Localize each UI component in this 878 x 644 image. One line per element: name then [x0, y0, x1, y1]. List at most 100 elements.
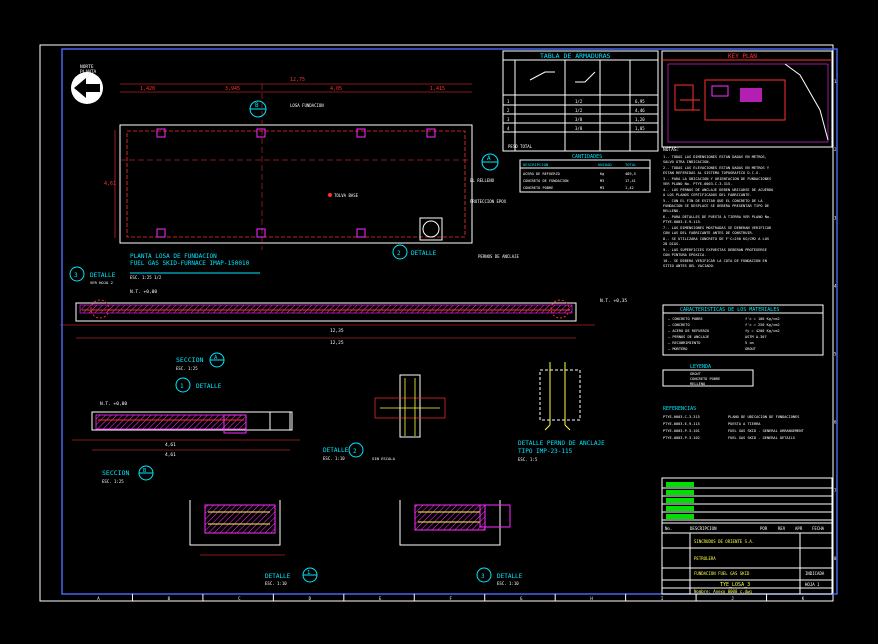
tb-scale: INDICADA: [805, 571, 825, 576]
note-line: 10.- SE DEBERA VERIFICAR LA COTA DE FUND…: [663, 259, 767, 263]
note-line: CON LAS DEL FABRICANTE ANTES DE CONSTRUI…: [663, 231, 754, 235]
rebar-diameter: 3/8: [575, 117, 583, 122]
material-name: — CONCRETO: [668, 323, 690, 327]
plan-section-b-marker: B: [255, 102, 259, 109]
quantities-unit: M3: [600, 186, 604, 190]
quantities-desc: CONCRETO POBRE: [523, 186, 553, 190]
rebar-length: 1,20: [635, 117, 645, 122]
section-a-dim-inner: 12,35: [330, 328, 344, 334]
rev-header-no: No.: [665, 526, 672, 531]
grid-col-label: A: [97, 596, 100, 601]
grid-row-label: 1: [834, 79, 837, 84]
detail-2-num: 2: [353, 448, 357, 455]
plan-pernos: PERNOS DE ANCLAJE: [478, 254, 520, 259]
rebar-total-label: PESO TOTAL: [508, 144, 533, 149]
reference-code: PTYE-0003-C-3-315: [663, 415, 700, 419]
quantities-total: 489,5: [625, 172, 636, 176]
note-line: 7.- LAS DIMENSIONES MOSTRADAS SE DEBERAN…: [663, 226, 772, 230]
reference-code: PTYE-0003-P-3-101: [663, 429, 700, 433]
section-b-letter: B: [143, 468, 147, 474]
material-name: — RECUBRIMIENTO: [668, 341, 700, 345]
reference-desc: PUESTA A TIERRA: [728, 422, 761, 426]
material-name: — CONCRETO POBRE: [668, 317, 703, 321]
rev-header-apr: APR: [795, 526, 803, 531]
material-spec: f'c = 100 Kg/cm2: [745, 317, 780, 321]
grid-col-label: G: [520, 596, 523, 601]
anchor-subtitle: TIPO IMP-23-115: [518, 448, 573, 455]
material-spec: ASTM A-307: [745, 335, 767, 339]
rev-row-marker: [666, 490, 694, 495]
note-line: 4.- LOS PERNOS DE ANCLAJE DEBEN UBICARSE…: [663, 188, 773, 192]
note-line: CON PINTURA EPOXICA.: [663, 253, 706, 257]
detail-1-label: DETALLE: [196, 383, 222, 390]
detail-bottom-3-num: 3: [481, 573, 485, 580]
detail-bottom-3-scale: ESC. 1:10: [497, 581, 519, 586]
note-line: FUNDACION SE DESPLACE SE DEBERA PRESENTA…: [663, 204, 769, 208]
detail-bottom-3-label: DETALLE: [497, 573, 523, 580]
detail-1-marker: 1 DETALLE: [175, 377, 222, 393]
rebar-mark: 2: [507, 108, 510, 113]
section-b-dim-l: 4,61: [165, 452, 176, 458]
rebar-diameter: 1/2: [575, 99, 583, 104]
note-line: SALVO OTRA INDICACION.: [663, 160, 711, 164]
grid-row-label: 3: [834, 215, 837, 220]
rev-header-fecha: FECHA: [812, 526, 825, 531]
section-a-letter: A: [214, 355, 218, 361]
title-block: No. DESCRIPCION POR REV APR FECHA SINCRU…: [661, 477, 833, 595]
detail-bottom-1-scale: ESC. 1:10: [265, 581, 287, 586]
reference-code: PTYE-0003-P-3-102: [663, 436, 700, 440]
reference-desc: FUEL GAS SKID - GENERAL DETAILS: [728, 436, 795, 440]
materials-table: CARACTERISTICAS DE LOS MATERIALES — CONC…: [662, 304, 824, 356]
section-b-scale: ESC. 1:25: [102, 479, 124, 484]
section-a-dim-total: 12,25: [330, 340, 344, 346]
section-a-scale: ESC. 1:25: [176, 366, 198, 371]
legend-item: GROUT: [690, 372, 702, 376]
section-a: 12,35 12,25 N.T. +0,00 N.T. +0,35 3 DETA…: [60, 266, 627, 371]
tb-code: TYE_LOSA_3: [720, 582, 750, 588]
detail-2-label: DETALLE: [323, 447, 349, 454]
grid-row-label: 7: [834, 488, 837, 493]
detail-bottom-1-label: DETALLE: [265, 573, 291, 580]
plan-proteccion: PROTECCION EPOX: [470, 199, 507, 204]
section-a-nt-right: N.T. +0,35: [600, 298, 627, 304]
reference-desc: PLANO DE UBICACION DE FUNDACIONES: [728, 415, 799, 419]
rev-row-marker: [666, 498, 694, 503]
detail-1-num: 1: [180, 383, 184, 390]
materials-title: CARACTERISTICAS DE LOS MATERIALES: [680, 307, 779, 313]
material-spec: 5 cm: [745, 341, 754, 345]
legend-item: CONCRETO POBRE: [690, 377, 720, 381]
rev-row-marker: [666, 514, 694, 519]
plan-section-a-marker: A: [487, 155, 491, 162]
note-line: VER PLANO No. PTYE-0003-C-3-315.: [663, 182, 732, 186]
section-b-title: SECCION: [102, 469, 129, 477]
material-spec: fy = 4200 Kg/cm2: [745, 329, 780, 333]
quantities-title: CANTIDADES: [572, 154, 602, 160]
rebar-diameter: 3/8: [575, 126, 583, 131]
note-line: 1.- TODAS LAS DIMENSIONES ESTAN DADAS EN…: [663, 155, 767, 159]
note-line: ESTAN REFERIDAS AL SISTEMA TOPOGRAFICO D…: [663, 171, 760, 175]
rebar-mark: 4: [507, 126, 510, 131]
detail-2-scale: ESC. 1:10: [323, 456, 345, 461]
references: REFERENCIAS PTYE-0003-C-3-315 PLANO DE UB…: [663, 406, 805, 440]
key-plan: KEY PLAN: [661, 50, 833, 148]
rebar-table-title: TABLA DE ARMADURAS: [540, 52, 611, 60]
note-line: SITIO ANTES DEL VACIADO.: [663, 264, 715, 268]
plan-dim-side: 4,61: [104, 181, 116, 187]
section-b-dim-w: 4,61: [165, 442, 176, 448]
anchor-title: DETALLE PERNO DE ANCLAJE: [518, 440, 605, 447]
material-spec: GROUT: [745, 347, 757, 351]
rebar-length: 4,46: [635, 108, 645, 113]
reference-code: PTYE-0003-E-9-115: [663, 422, 700, 426]
grid-col-label: I: [661, 596, 664, 601]
references-title: REFERENCIAS: [663, 406, 696, 412]
grid-row-label: 4: [834, 283, 837, 288]
note-line: A LOS PLANOS CERTIFICADOS DEL FABRICANTE…: [663, 193, 752, 197]
section-b: 4,61 4,61 N.T. +0,00 SECCION B ESC. 1:25: [72, 401, 300, 484]
section-a-detail-3-sub: VER HOJA 2: [90, 280, 113, 285]
plan-center-label: TOLVA BASE: [334, 193, 359, 198]
